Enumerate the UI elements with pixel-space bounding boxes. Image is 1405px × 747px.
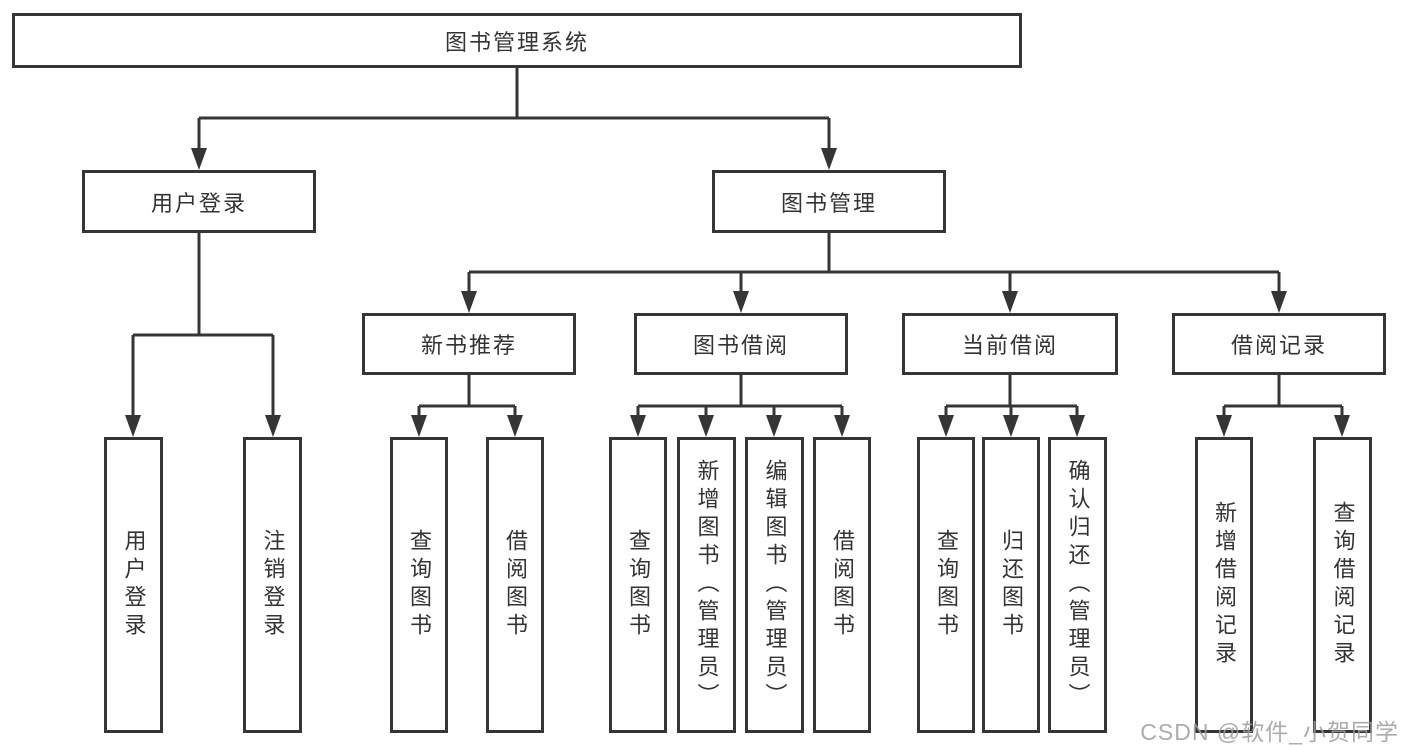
leaf-return-books: 归还图书: [982, 437, 1040, 733]
node-library-management-system: 图书管理系统: [12, 13, 1022, 68]
leaf-add-books-admin: 新增图书（管理员）: [677, 437, 736, 733]
leaf-logout: 注销登录: [243, 437, 302, 733]
node-borrow-records: 借阅记录: [1172, 313, 1386, 375]
node-current-borrow: 当前借阅: [902, 313, 1118, 375]
leaf-edit-books-admin: 编辑图书（管理员）: [745, 437, 804, 733]
leaf-query-borrow-record: 查询借阅记录: [1313, 437, 1372, 733]
node-user-login: 用户登录: [82, 170, 316, 233]
node-book-management: 图书管理: [712, 170, 946, 233]
node-book-borrow: 图书借阅: [634, 313, 848, 375]
node-new-book-recommend: 新书推荐: [362, 313, 576, 375]
leaf-user-login: 用户登录: [104, 437, 163, 733]
leaf-query-books-borrow: 查询图书: [609, 437, 667, 733]
csdn-watermark: CSDN @软件_小贺同学: [1140, 719, 1399, 745]
leaf-query-books-recommend: 查询图书: [390, 437, 448, 733]
leaf-borrow-books: 借阅图书: [813, 437, 871, 733]
leaf-borrow-books-recommend: 借阅图书: [486, 437, 544, 733]
leaf-query-books-current: 查询图书: [917, 437, 975, 733]
arrowheads: [125, 148, 1350, 437]
leaf-confirm-return-admin: 确认归还（管理员）: [1048, 437, 1107, 733]
leaf-add-borrow-record: 新增借阅记录: [1195, 437, 1253, 733]
